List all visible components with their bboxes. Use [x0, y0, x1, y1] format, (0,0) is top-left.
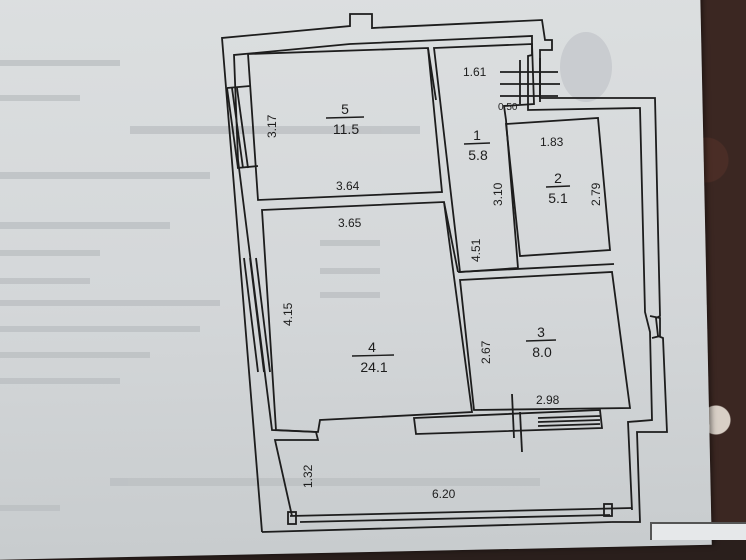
dim-room4-height: 4.15: [281, 302, 295, 326]
room-2-number: 2: [554, 170, 562, 186]
redaction-blob: [560, 32, 612, 102]
room-2-outline: [505, 117, 611, 257]
dim-room3-height: 2.67: [479, 340, 493, 364]
room-1-fraction-line: [463, 142, 491, 145]
wall-room5-corridor: [427, 47, 437, 101]
balcony-post-right: [603, 503, 613, 517]
room-5-area: 11.5: [333, 121, 359, 137]
dim-room1-gap: 0.50: [498, 102, 518, 113]
dim-room1-height: 4.51: [469, 238, 483, 262]
room-2-fraction-line: [545, 185, 571, 188]
step-3: [537, 423, 601, 427]
room-4-area: 24.1: [360, 359, 387, 375]
dim-room2-height: 2.79: [589, 182, 603, 206]
window-left-top: [226, 85, 259, 169]
step-1: [537, 415, 601, 419]
room-3-number: 3: [537, 324, 545, 340]
faded-background-text: [0, 60, 540, 511]
dim-room1-inner: 3.10: [491, 182, 505, 206]
balcony-wall-bottom: [261, 521, 613, 533]
door-post-2: [519, 411, 523, 453]
room-1-area: 5.8: [468, 147, 488, 163]
paper-corner: [650, 522, 746, 540]
dim-balcony-depth: 1.32: [301, 464, 315, 488]
dim-room3-width: 2.98: [536, 393, 560, 407]
room-4-number: 4: [368, 339, 376, 355]
balcony-door-sill: [412, 409, 604, 435]
wall-room1-room3: [457, 263, 615, 273]
inner-wall-line: [233, 35, 653, 517]
balcony-post-left: [287, 511, 297, 525]
room-1-number: 1: [473, 127, 481, 143]
dim-room4-width: 3.65: [338, 216, 362, 230]
balcony-rail-2: [299, 514, 611, 523]
dim-room5-height: 3.17: [265, 114, 279, 138]
room-3-fraction-line: [525, 339, 557, 342]
room-4-fraction-line: [351, 354, 395, 357]
floor-plan: 5 11.5 1 5.8 2 5.1 4 24.1 3 8.0 3.17 3.6…: [221, 13, 668, 533]
room-5-fraction-line: [325, 116, 365, 119]
wall-room4-room3: [443, 201, 459, 273]
door-post-1: [511, 393, 515, 439]
room-3-area: 8.0: [532, 344, 552, 360]
room-2-area: 5.1: [548, 190, 568, 206]
room-5-outline: [247, 47, 443, 201]
outer-wall: [221, 13, 668, 533]
step-2: [537, 419, 601, 423]
room-5-number: 5: [341, 101, 349, 117]
dim-balcony-width: 6.20: [432, 487, 456, 501]
right-wall-notch: [649, 315, 661, 339]
room-3-outline: [459, 271, 632, 411]
dim-room1-top: 1.61: [463, 65, 487, 79]
dim-room5-width: 3.64: [336, 179, 360, 193]
balcony-rail-1: [289, 507, 633, 517]
window-left-bottom: [243, 257, 271, 373]
dim-room2-width: 1.83: [540, 135, 564, 149]
